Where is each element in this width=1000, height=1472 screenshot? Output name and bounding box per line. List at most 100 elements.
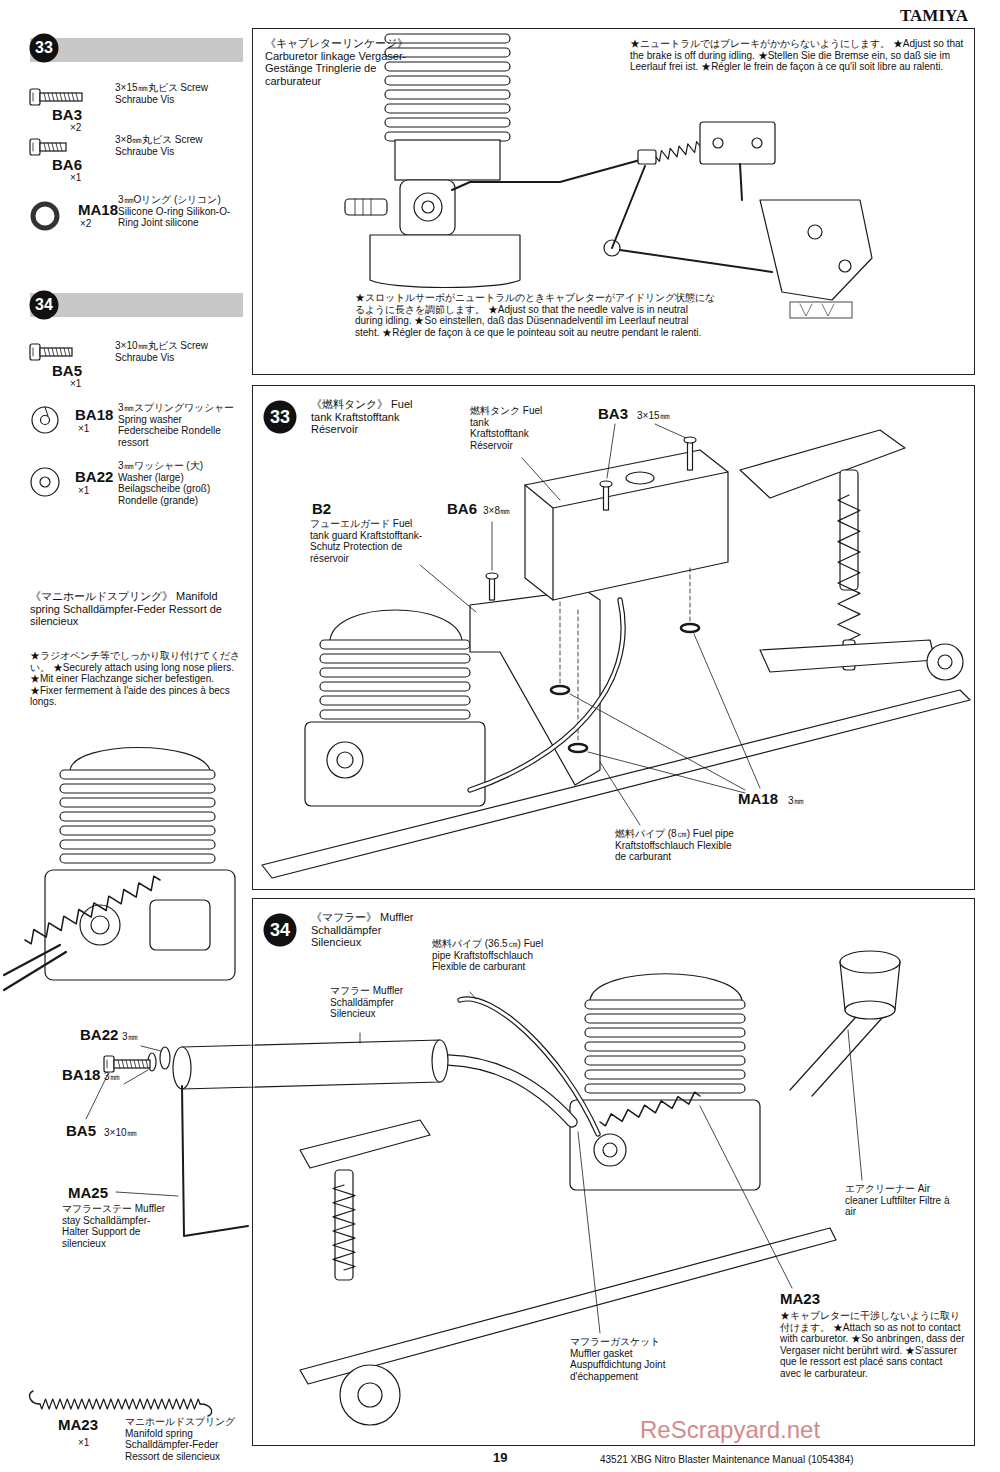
linkage-screw — [752, 138, 762, 148]
screw-icon — [33, 348, 34, 356]
suspension-arm — [300, 1120, 430, 1168]
fuel-pipe — [460, 999, 598, 1134]
stamp-box — [800, 304, 834, 316]
engine-fin — [385, 62, 510, 71]
fuel-tank — [525, 450, 728, 600]
wheel-hub — [358, 1383, 382, 1407]
fuel-pipe — [470, 600, 623, 790]
label-holder: 3×8㎜丸ビス Screw Schraube Vis — [115, 134, 225, 157]
part-code: B2 — [312, 500, 331, 517]
screw-icon — [64, 348, 66, 356]
part-description: 燃料パイプ (8㎝) Fuel pipe Kraftstoffschlauch … — [615, 828, 735, 863]
screw-icon — [64, 93, 66, 101]
muffler — [173, 1047, 191, 1089]
label-holder: 3×8㎜ — [483, 505, 510, 517]
leader-line — [116, 1192, 178, 1196]
engine-fin — [320, 654, 470, 663]
dimension: 3×15㎜ — [637, 410, 670, 422]
label-holder: 3×15㎜丸ビス Screw Schraube Vis — [115, 82, 225, 105]
assembly-note: ★キャブレターに干渉しないように取り付けます。 ★Attach so as no… — [780, 1310, 965, 1379]
linkage-screw — [713, 138, 723, 148]
part-code: MA25 — [68, 1184, 108, 1201]
step-number: 34 — [29, 290, 59, 320]
label-holder: フューエルガード Fuel tank guard Kraftstofftank-… — [310, 518, 430, 564]
label-holder: ★スロットルサーボがニュートラルのときキャブレターがアイドリング状態になるように… — [355, 292, 715, 338]
label-holder: マフラー Muffler Schalldämpfer Silencieux — [330, 985, 410, 1020]
screw — [600, 481, 612, 487]
washer-icon — [40, 477, 50, 487]
engine-fin — [320, 682, 470, 691]
muffler-stay — [182, 1086, 248, 1236]
suspension-arm — [740, 430, 905, 498]
screw-icon — [56, 93, 58, 101]
part-description: 3×8㎜丸ビス Screw Schraube Vis — [115, 134, 225, 157]
shock-spring — [838, 495, 860, 640]
carburetor-arm — [452, 182, 470, 190]
quantity: ×1 — [78, 423, 89, 435]
engine-body — [570, 1100, 760, 1190]
label-holder: 3×10㎜丸ビス Screw Schraube Vis — [115, 340, 225, 363]
label-holder: MA18 — [78, 201, 118, 218]
screw — [604, 484, 609, 510]
screw-icon — [52, 143, 54, 151]
leader-line — [492, 522, 493, 570]
leader-line — [600, 762, 640, 825]
engine-head — [590, 974, 742, 1000]
muffler — [432, 1040, 448, 1082]
part-description: 3×10㎜丸ビス Screw Schraube Vis — [115, 340, 225, 363]
label-holder: ×1 — [78, 485, 89, 497]
label-holder: エアクリーナー Air cleaner Luftfilter Filtre à … — [845, 1183, 955, 1218]
screw-icon — [60, 348, 62, 356]
step-number: 34 — [263, 913, 297, 947]
engine-fin — [585, 1014, 745, 1023]
engine-fin — [585, 1070, 745, 1079]
panel-heading: 《燃料タンク》 Fuel tank Kraftstofftank Réservo… — [311, 398, 421, 436]
panel-heading: 《マフラー》 Muffler Schalldämpfer Silencieux — [311, 911, 421, 949]
fuel-tank-cap — [626, 472, 654, 484]
leader-line — [141, 1046, 161, 1051]
quantity: ×1 — [78, 485, 89, 497]
circle-fill — [264, 401, 297, 434]
engine-fin — [60, 798, 215, 807]
label-holder: マニホールドスプリング Manifold spring Schalldämpfe… — [125, 1416, 245, 1462]
carburetor — [594, 1134, 626, 1166]
part-code: BA5 — [52, 362, 82, 379]
screw-icon — [56, 348, 58, 356]
label-holder: BA5 — [66, 1122, 96, 1139]
label-holder: BA5 — [52, 362, 82, 379]
linkage-spring — [656, 142, 700, 162]
engine-fin — [60, 826, 215, 835]
screw — [688, 440, 693, 470]
engine-fin — [60, 770, 215, 779]
engine-body — [305, 722, 485, 806]
label-holder: BA22 — [80, 1026, 118, 1043]
engine-fin — [385, 104, 510, 113]
leader-line — [470, 992, 476, 999]
screw-icon — [40, 143, 66, 151]
linkage-block — [700, 122, 775, 164]
engine-fin — [320, 710, 470, 719]
spring-hook — [200, 1404, 212, 1416]
label-holder: 燃料パイプ (8㎝) Fuel pipe Kraftstoffschlauch … — [615, 828, 735, 863]
exhaust-header — [448, 1060, 572, 1122]
screw-icon — [68, 348, 70, 356]
part-code: BA18 — [62, 1066, 100, 1083]
carburetor — [603, 1143, 617, 1157]
screw — [104, 1056, 114, 1072]
footer-text: 43521 XBG Nitro Blaster Maintenance Manu… — [600, 1454, 853, 1466]
label-holder: ★ラジオペンチ等でしっかり取り付けてください。 ★Securely attach… — [30, 650, 245, 708]
label-holder: 3×10㎜ — [104, 1127, 137, 1139]
screw — [126, 1060, 128, 1068]
engine-fin — [320, 696, 470, 705]
part-description: マフラー Muffler Schalldämpfer Silencieux — [330, 985, 410, 1020]
screw-icon — [60, 143, 62, 151]
label-holder: 43521 XBG Nitro Blaster Maintenance Manu… — [600, 1454, 853, 1466]
engine-fin — [385, 76, 510, 85]
instruction-panel: 《燃料タンク》 Fuel tank Kraftstofftank Réservo… — [252, 385, 975, 890]
label-holder: MA18 — [738, 790, 778, 807]
label-holder: 3㎜ — [104, 1071, 120, 1083]
dimension: 3㎜ — [104, 1071, 120, 1083]
step-number-circle: 34 — [263, 913, 297, 947]
section-heading: 《マニホールドスプリング》 Manifold spring Schalldämp… — [30, 590, 240, 628]
